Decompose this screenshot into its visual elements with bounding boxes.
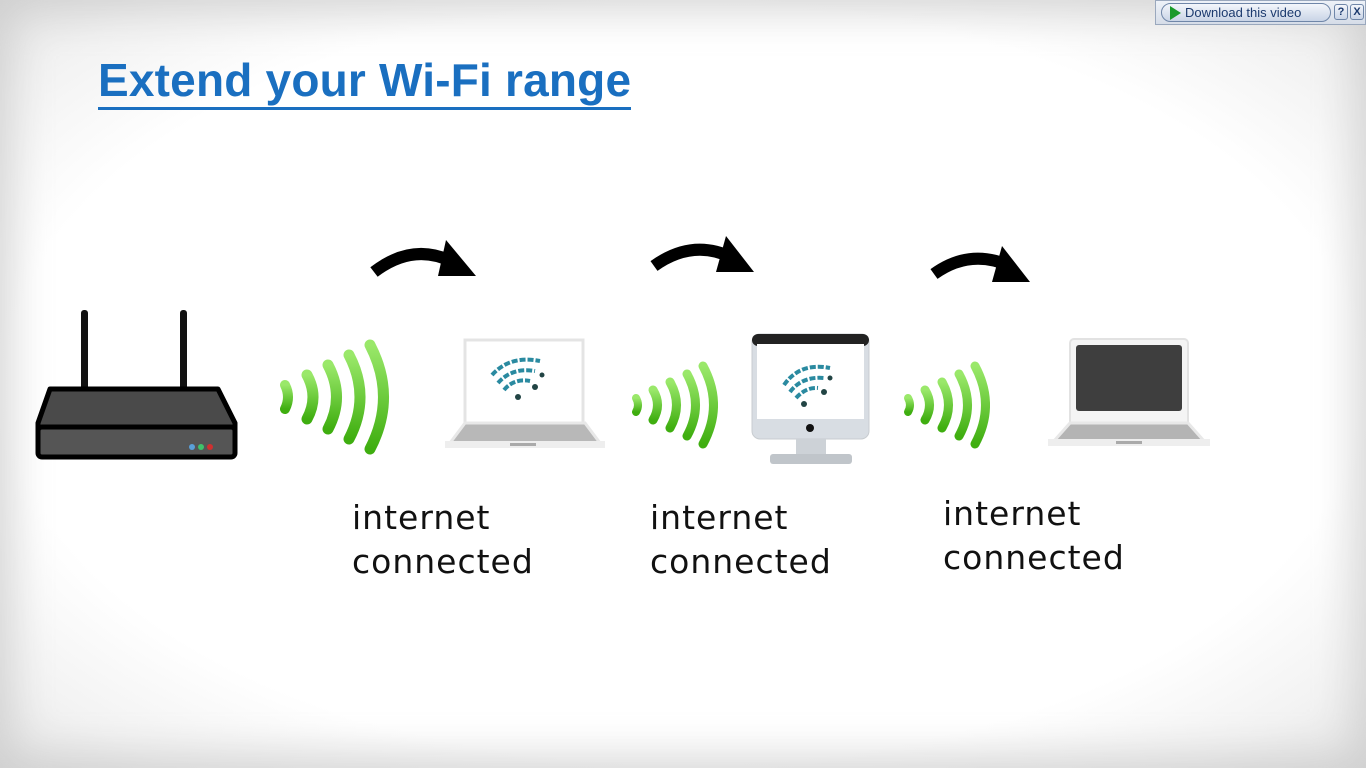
device-caption: internet connected — [352, 496, 534, 584]
arrow-right-icon — [930, 246, 1030, 282]
close-icon: X — [1353, 6, 1361, 18]
device-caption: internet connected — [650, 496, 832, 584]
arrow-right-icon — [650, 236, 754, 272]
download-toolbar: Download this video ? X — [1155, 0, 1366, 25]
play-icon — [1170, 5, 1181, 20]
laptop-icon — [1048, 338, 1210, 446]
help-button[interactable]: ? — [1334, 4, 1348, 20]
laptop-wifi-icon — [445, 338, 605, 448]
caption-line2: connected — [943, 538, 1125, 577]
download-video-button[interactable]: Download this video — [1161, 3, 1331, 22]
help-icon: ? — [1337, 6, 1345, 18]
caption-line2: connected — [650, 542, 832, 581]
caption-line1: internet — [943, 494, 1082, 533]
wifi-signal-icon — [632, 361, 718, 449]
close-button[interactable]: X — [1350, 4, 1364, 20]
caption-line2: connected — [352, 542, 534, 581]
caption-line1: internet — [352, 498, 491, 537]
wifi-signal-icon — [904, 361, 990, 449]
download-label: Download this video — [1185, 5, 1302, 20]
slide-title: Extend your Wi-Fi range — [98, 55, 632, 110]
device-caption: internet connected — [943, 492, 1125, 580]
caption-line1: internet — [650, 498, 789, 537]
router-icon — [35, 310, 238, 460]
desktop-wifi-icon — [751, 333, 870, 464]
wifi-signal-icon — [280, 339, 389, 455]
arrow-right-icon — [370, 240, 476, 277]
